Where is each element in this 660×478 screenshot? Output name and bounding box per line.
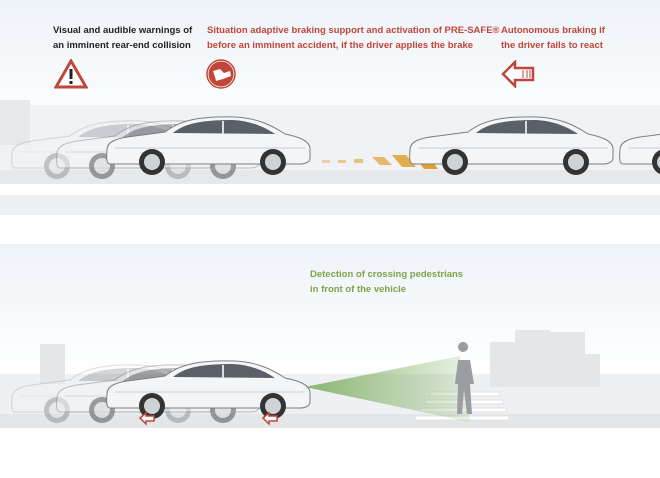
brake-assist-icon xyxy=(206,59,236,89)
pedestrian-figure xyxy=(455,342,474,414)
road xyxy=(0,170,660,184)
highway-scene xyxy=(0,100,660,215)
crossing-scene xyxy=(0,330,660,428)
left-arrow-icon xyxy=(501,60,535,88)
braking-arrow-icon xyxy=(261,411,278,426)
warning-triangle-icon xyxy=(54,59,88,89)
buildings xyxy=(40,330,600,387)
sensor-detection-cone xyxy=(305,356,470,422)
braking-arrow-icon xyxy=(138,411,155,426)
caption-brake-assist: Situation adaptive braking support and a… xyxy=(207,25,500,51)
